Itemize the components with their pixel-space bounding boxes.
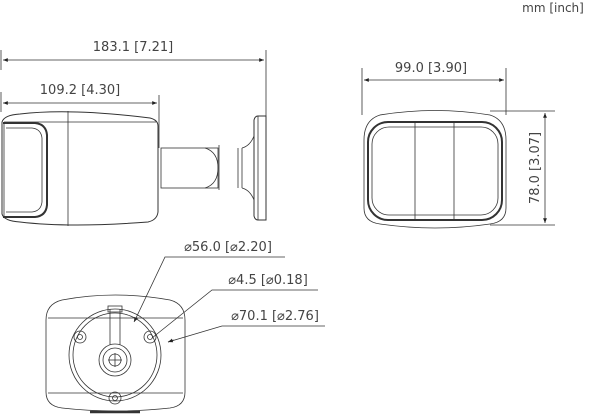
callout-plate-diameter: ⌀70.1 [⌀2.76]	[231, 309, 319, 324]
callout-screw-hole-diameter: ⌀4.5 [⌀0.18]	[228, 273, 308, 288]
width-dimension: 99.0 [3.90]	[395, 61, 467, 76]
side-view	[0, 50, 267, 226]
front-view	[361, 68, 555, 229]
units-label: mm [inch]	[522, 1, 584, 15]
body-length-dimension: 109.2 [4.30]	[40, 83, 120, 98]
callout-mount-diameter: ⌀56.0 [⌀2.20]	[184, 240, 272, 255]
mount-view	[45, 256, 325, 414]
height-dimension: 78.0 [3.07]	[528, 132, 543, 204]
overall-length-dimension: 183.1 [7.21]	[93, 40, 173, 55]
